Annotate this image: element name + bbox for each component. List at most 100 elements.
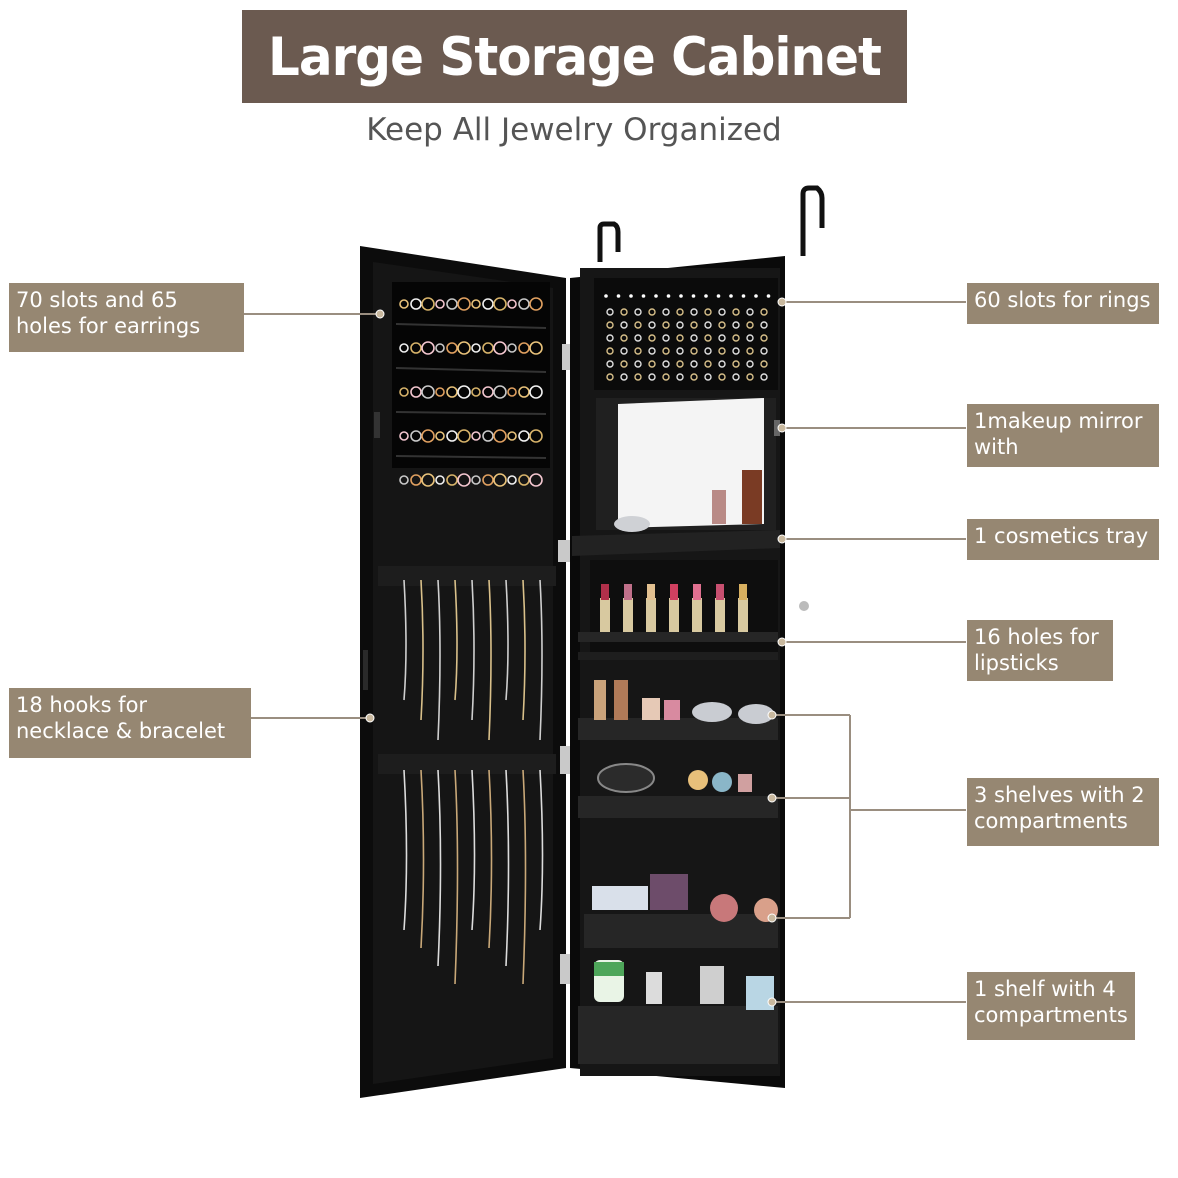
led-light — [679, 294, 683, 298]
ring — [760, 334, 768, 342]
lipstick — [692, 598, 702, 634]
earring — [399, 431, 409, 441]
door-latch — [374, 412, 380, 438]
earring — [446, 342, 458, 354]
ring — [760, 347, 768, 355]
earring — [529, 473, 543, 487]
earring — [410, 298, 422, 310]
led-light — [604, 294, 608, 298]
earring — [471, 343, 481, 353]
right-hanger-hook — [800, 185, 825, 256]
earring — [471, 475, 481, 485]
ring — [662, 373, 670, 381]
ring — [648, 321, 656, 329]
led-light — [729, 294, 733, 298]
necklace — [522, 769, 527, 985]
ring — [732, 347, 740, 355]
earring — [482, 474, 494, 486]
ring — [704, 360, 712, 368]
earring-rows — [395, 323, 547, 459]
ring — [606, 347, 614, 355]
necklace — [420, 579, 424, 721]
earring — [529, 385, 543, 399]
necklace — [403, 769, 408, 931]
earring — [399, 299, 409, 309]
earring — [435, 343, 445, 353]
necklace — [471, 579, 475, 721]
earring — [410, 342, 422, 354]
ring — [648, 360, 656, 368]
earring — [399, 387, 409, 397]
lipstick — [738, 598, 748, 634]
earring — [482, 342, 494, 354]
earring — [518, 386, 530, 398]
callout-rings-text: 60 slots for rings — [974, 288, 1151, 312]
ring — [620, 334, 628, 342]
callout-shelves-text: 3 shelves with 2 compartments — [974, 783, 1145, 833]
ring — [634, 373, 642, 381]
ring — [634, 360, 642, 368]
callout-shelf4-text: 1 shelf with 4 compartments — [974, 977, 1128, 1027]
ring-panel — [594, 278, 778, 390]
mirror-cosmetic — [742, 470, 762, 524]
ring — [746, 347, 754, 355]
ring — [662, 334, 670, 342]
earring — [435, 475, 445, 485]
lipstick-tip — [670, 584, 678, 600]
earring — [457, 385, 471, 399]
led-light — [616, 294, 621, 298]
earring — [518, 474, 530, 486]
led-light — [704, 294, 708, 298]
earring — [410, 474, 422, 486]
led-light — [716, 294, 721, 298]
page-subtitle: Keep All Jewelry Organized — [366, 112, 782, 148]
earrings — [399, 297, 543, 487]
ring — [718, 347, 726, 355]
ring — [676, 360, 684, 368]
earring — [421, 385, 435, 399]
ring — [760, 373, 768, 381]
ring — [620, 360, 628, 368]
led-light — [654, 294, 658, 298]
necklace — [522, 579, 526, 721]
ring — [760, 360, 768, 368]
earring — [493, 297, 507, 311]
ring — [648, 347, 656, 355]
lipstick — [669, 598, 679, 634]
lipstick — [623, 598, 633, 634]
ring — [746, 360, 754, 368]
necklace — [471, 769, 476, 931]
ring — [606, 373, 614, 381]
earring — [457, 341, 471, 355]
earring — [446, 430, 458, 442]
necklace — [437, 769, 442, 967]
necklace — [454, 579, 458, 701]
earring — [529, 341, 543, 355]
ring — [648, 308, 656, 316]
lipstick-tip — [647, 584, 655, 600]
ring — [648, 373, 656, 381]
necklace — [454, 769, 459, 985]
earring — [507, 343, 517, 353]
earring — [471, 431, 481, 441]
lipstick — [600, 598, 610, 634]
leader-dots — [365, 297, 787, 1007]
callout-mirror-text: 1makeup mirror with — [974, 409, 1143, 459]
ring — [662, 347, 670, 355]
ring — [704, 334, 712, 342]
tray-jewelry — [614, 516, 650, 532]
earring — [435, 387, 445, 397]
ring — [662, 360, 670, 368]
ring — [606, 360, 614, 368]
ring — [690, 321, 698, 329]
ring — [690, 334, 698, 342]
mirror-cosmetic — [712, 490, 726, 524]
lipstick — [646, 598, 656, 634]
earring — [399, 343, 409, 353]
callout-necklace-text: 18 hooks for necklace & bracelet — [16, 693, 226, 743]
callout-lipsticks-text: 16 holes for lipsticks — [974, 625, 1099, 675]
callout-shelf4: 1 shelf with 4 compartments — [967, 972, 1135, 1040]
ring — [704, 321, 712, 329]
earring — [457, 473, 471, 487]
necklace — [539, 769, 544, 931]
